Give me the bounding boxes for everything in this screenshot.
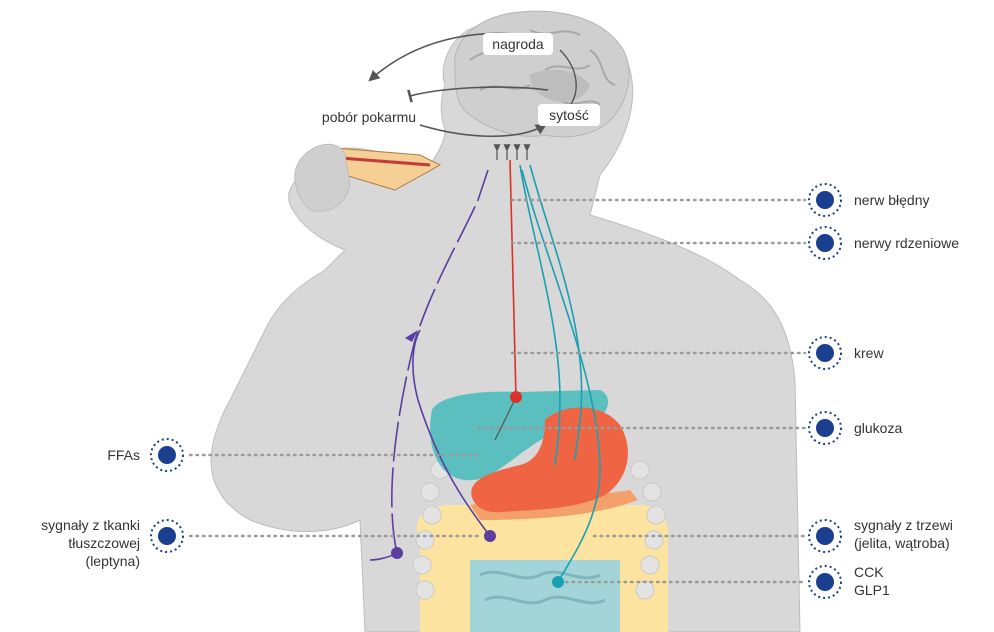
glp1-label: GLP1	[854, 582, 890, 598]
marker-spinal	[809, 227, 841, 259]
visceral-label-line1: sygnały z trzewi	[854, 517, 953, 533]
reward-label: nagroda	[492, 36, 544, 52]
visceral-label-line2: (jelita, wątroba)	[854, 535, 950, 551]
blood-marker	[510, 391, 522, 403]
adipose-label-line2: tłuszczowej	[68, 535, 140, 551]
marker-ffas	[151, 439, 183, 471]
food-intake-label: pobór pokarmu	[322, 109, 416, 125]
marker-vagus	[809, 184, 841, 216]
marker-adipose	[151, 520, 183, 552]
marker-glucose	[809, 412, 841, 444]
blood-label: krew	[854, 345, 884, 361]
spinal-nerves-label: nerwy rdzeniowe	[854, 235, 959, 251]
hand	[295, 144, 350, 211]
glucose-label: glukoza	[854, 420, 902, 436]
adipose-label-line1: sygnały z tkanki	[41, 517, 140, 533]
cck-marker	[552, 576, 564, 588]
cck-label: CCK	[854, 564, 884, 580]
ffas-label: FFAs	[107, 447, 140, 463]
marker-blood	[809, 337, 841, 369]
marker-visceral	[809, 520, 841, 552]
right-markers	[809, 184, 841, 598]
marker-cck	[809, 566, 841, 598]
satiety-label: sytość	[549, 107, 589, 123]
adipose-marker-1	[391, 547, 403, 559]
vagus-nerve-label: nerw błędny	[854, 192, 930, 208]
adipose-label-line3: (leptyna)	[86, 553, 140, 569]
adipose-marker-2	[484, 530, 496, 542]
